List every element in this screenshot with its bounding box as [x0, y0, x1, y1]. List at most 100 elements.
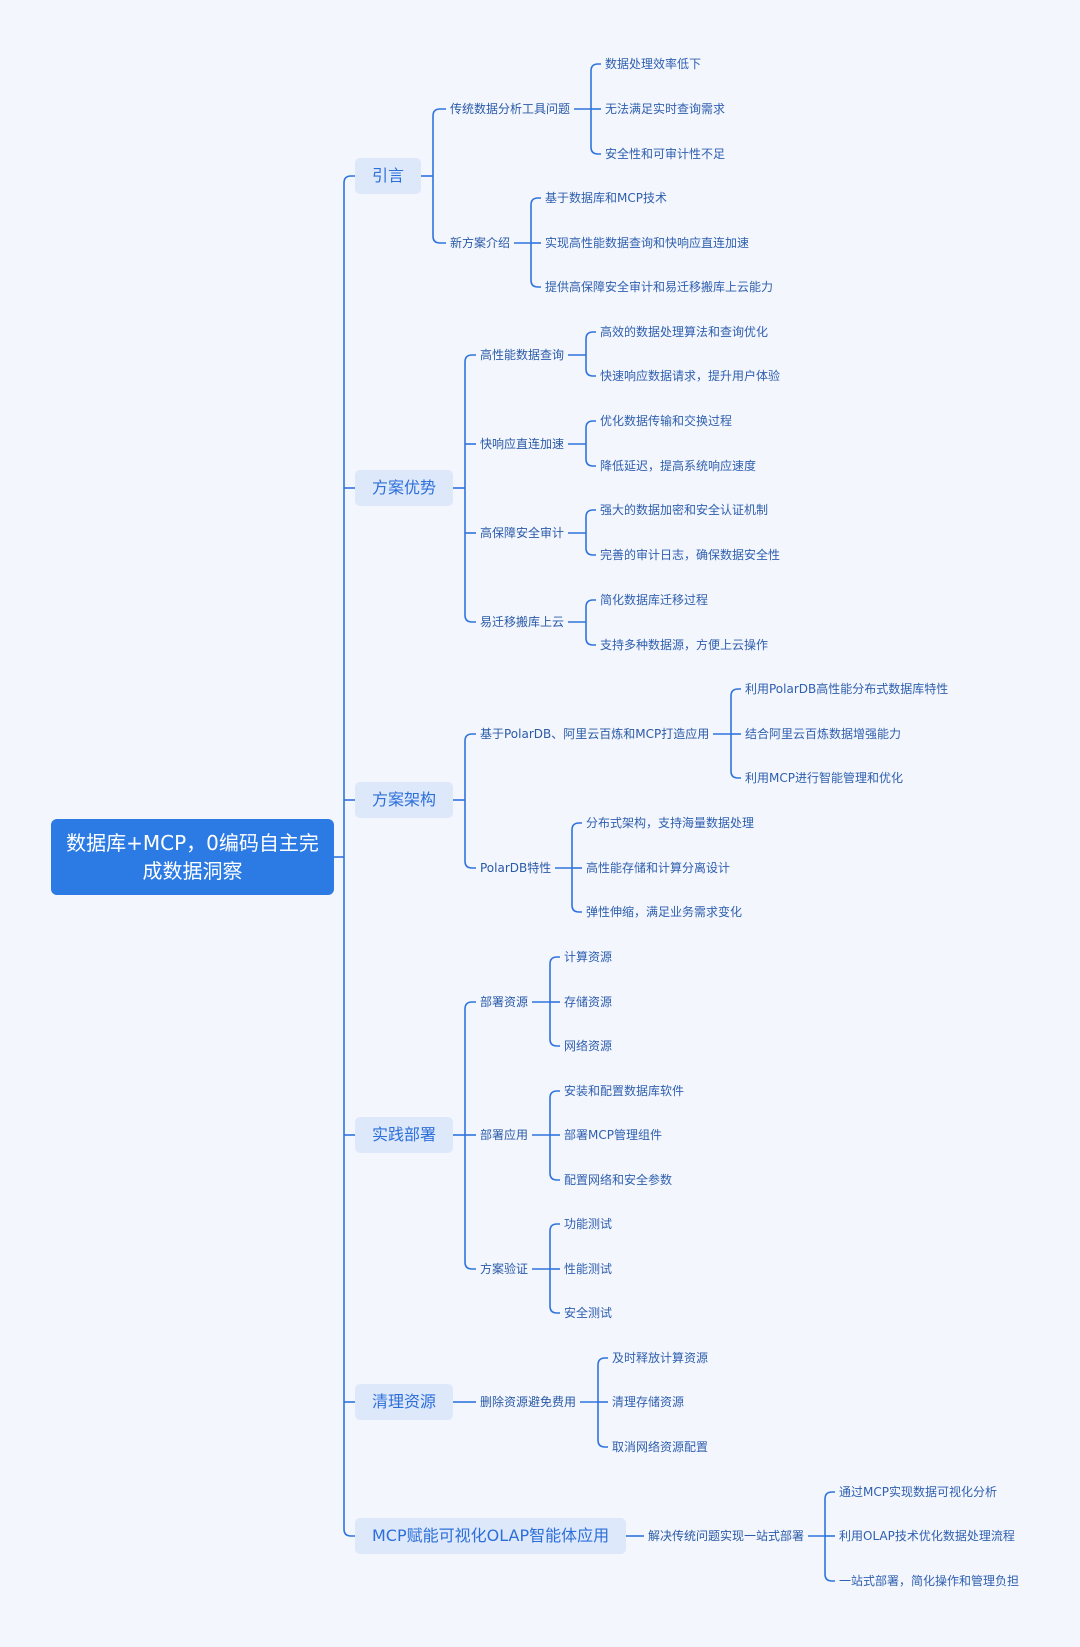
leaf-topic[interactable]: 存储资源	[564, 995, 613, 1009]
leaf-topic[interactable]: 利用PolarDB高性能分布式数据库特性	[745, 682, 949, 696]
branch-topic-label: 实践部署	[372, 1125, 437, 1144]
leaf-topic[interactable]: 结合阿里云百炼数据增强能力	[745, 727, 902, 741]
subtopic[interactable]: 解决传统问题实现一站式部署	[648, 1527, 804, 1545]
subtopic[interactable]: 高保障安全审计	[480, 524, 564, 542]
leaf-topic[interactable]: 通过MCP实现数据可视化分析	[839, 1485, 997, 1499]
connector-line	[530, 197, 541, 206]
leaf-topic[interactable]: 清理存储资源	[612, 1395, 685, 1409]
leaf-topic[interactable]: 分布式架构，支持海量数据处理	[586, 816, 755, 830]
leaf-topic[interactable]: 基于数据库和MCP技术	[545, 191, 667, 205]
leaf-topic[interactable]: 降低延迟，提高系统响应速度	[600, 459, 757, 473]
connector-line	[343, 1528, 355, 1537]
leaf-topic[interactable]: 提供高保障安全审计和易迁移搬库上云能力	[545, 280, 774, 294]
connector-line	[824, 1573, 835, 1582]
leaf-topic[interactable]: 完善的审计日志，确保数据安全性	[600, 548, 781, 562]
subtopic-label: 传统数据分析工具问题	[450, 102, 571, 116]
leaf-topic[interactable]: 简化数据库迁移过程	[600, 593, 709, 607]
connector-line	[343, 175, 355, 184]
subtopic[interactable]: 基于PolarDB、阿里云百炼和MCP打造应用	[480, 725, 709, 743]
branch-topic[interactable]: 引言	[355, 158, 422, 194]
subtopic-label: 解决传统问题实现一站式部署	[648, 1529, 805, 1543]
leaf-topic[interactable]: 网络资源	[564, 1039, 613, 1053]
branch-topic[interactable]: MCP赋能可视化OLAP智能体应用	[355, 1518, 627, 1554]
subtopic[interactable]: 传统数据分析工具问题	[450, 100, 570, 118]
leaf-topic[interactable]: 部署MCP管理组件	[564, 1128, 662, 1142]
leaf-topic[interactable]: 性能测试	[564, 1262, 613, 1276]
leaf-topic[interactable]: 安全性和可审计性不足	[605, 147, 726, 161]
connector-line	[432, 235, 446, 244]
subtopic[interactable]: PolarDB特性	[480, 859, 551, 877]
leaf-topic[interactable]: 一站式部署，简化操作和管理负担	[839, 1574, 1020, 1588]
connector-line	[730, 688, 741, 697]
connector-line	[590, 146, 601, 155]
leaf-topic[interactable]: 取消网络资源配置	[612, 1440, 709, 1454]
connector-line	[585, 637, 596, 646]
connector-line	[464, 1261, 476, 1270]
subtopic-label: 部署资源	[480, 995, 529, 1009]
subtopic-label: 易迁移搬库上云	[480, 615, 565, 629]
leaf-topic[interactable]: 高效的数据处理算法和查询优化	[600, 325, 769, 339]
connector-line	[464, 1001, 476, 1010]
subtopic[interactable]: 新方案介绍	[450, 234, 510, 252]
subtopic-label: 快响应直连加速	[480, 437, 565, 451]
subtopic[interactable]: 部署资源	[480, 993, 528, 1011]
connector-line	[585, 509, 596, 518]
leaf-topic[interactable]: 利用MCP进行智能管理和优化	[745, 771, 903, 785]
branch-topic[interactable]: 方案架构	[355, 782, 454, 818]
connector-line	[585, 547, 596, 556]
leaf-topic[interactable]: 高性能存储和计算分离设计	[586, 861, 731, 875]
connector-line	[549, 1223, 560, 1232]
leaf-topic[interactable]: 安装和配置数据库软件	[564, 1084, 685, 1098]
connector-line	[464, 860, 476, 869]
connector-line	[585, 420, 596, 429]
leaf-topic[interactable]: 优化数据传输和交换过程	[600, 414, 733, 428]
connector-line	[571, 904, 582, 913]
leaf-topic[interactable]: 功能测试	[564, 1217, 613, 1231]
connector-line	[571, 822, 582, 831]
leaf-topic[interactable]: 支持多种数据源，方便上云操作	[600, 638, 769, 652]
leaf-topic[interactable]: 利用OLAP技术优化数据处理流程	[839, 1529, 1015, 1543]
subtopic[interactable]: 部署应用	[480, 1126, 528, 1144]
connector-line	[824, 1491, 835, 1500]
connector-line	[464, 733, 476, 742]
leaf-topic[interactable]: 及时释放计算资源	[612, 1351, 709, 1365]
leaf-topic[interactable]: 安全测试	[564, 1306, 613, 1320]
leaf-topic[interactable]: 弹性伸缩，满足业务需求变化	[586, 905, 743, 919]
leaf-topic[interactable]: 配置网络和安全参数	[564, 1173, 673, 1187]
subtopic[interactable]: 高性能数据查询	[480, 346, 564, 364]
leaf-topic[interactable]: 快速响应数据请求，提升用户体验	[600, 369, 781, 383]
subtopic-label: 部署应用	[480, 1128, 529, 1142]
branch-topic-label: 清理资源	[372, 1392, 437, 1411]
connector-line	[585, 331, 596, 340]
root-topic[interactable]: 数据库+MCP，0编码自主完成数据洞察	[51, 819, 334, 895]
connector-line	[585, 368, 596, 377]
connector-line	[730, 770, 741, 779]
subtopic[interactable]: 方案验证	[480, 1260, 528, 1278]
connector-line	[585, 599, 596, 608]
connector-line	[590, 63, 601, 72]
leaf-topic[interactable]: 数据处理效率低下	[605, 57, 702, 71]
subtopic-label: 删除资源避免费用	[480, 1395, 577, 1409]
subtopic-label: 高保障安全审计	[480, 526, 565, 540]
branch-topic-label: 引言	[372, 166, 405, 185]
leaf-topic[interactable]: 计算资源	[564, 950, 613, 964]
branch-topic[interactable]: 实践部署	[355, 1117, 454, 1153]
subtopic[interactable]: 删除资源避免费用	[480, 1393, 576, 1411]
connector-line	[464, 614, 476, 623]
connector-line	[464, 354, 476, 363]
leaf-topic[interactable]: 强大的数据加密和安全认证机制	[600, 503, 769, 517]
leaf-topic[interactable]: 实现高性能数据查询和快响应直连加速	[545, 236, 750, 250]
connector-line	[549, 956, 560, 965]
branch-topic[interactable]: 方案优势	[355, 470, 454, 506]
subtopic[interactable]: 快响应直连加速	[480, 435, 564, 453]
subtopic-label: 高性能数据查询	[480, 348, 565, 362]
subtopic[interactable]: 易迁移搬库上云	[480, 613, 564, 631]
connector-line	[549, 1038, 560, 1047]
branch-topic[interactable]: 清理资源	[355, 1384, 454, 1420]
subtopic-label: 方案验证	[480, 1262, 529, 1276]
leaf-topic[interactable]: 无法满足实时查询需求	[605, 102, 726, 116]
branch-topic-label: 方案优势	[372, 478, 437, 497]
connector-line	[549, 1090, 560, 1099]
root-topic-label: 数据库+MCP，0编码自主完成数据洞察	[66, 831, 319, 883]
